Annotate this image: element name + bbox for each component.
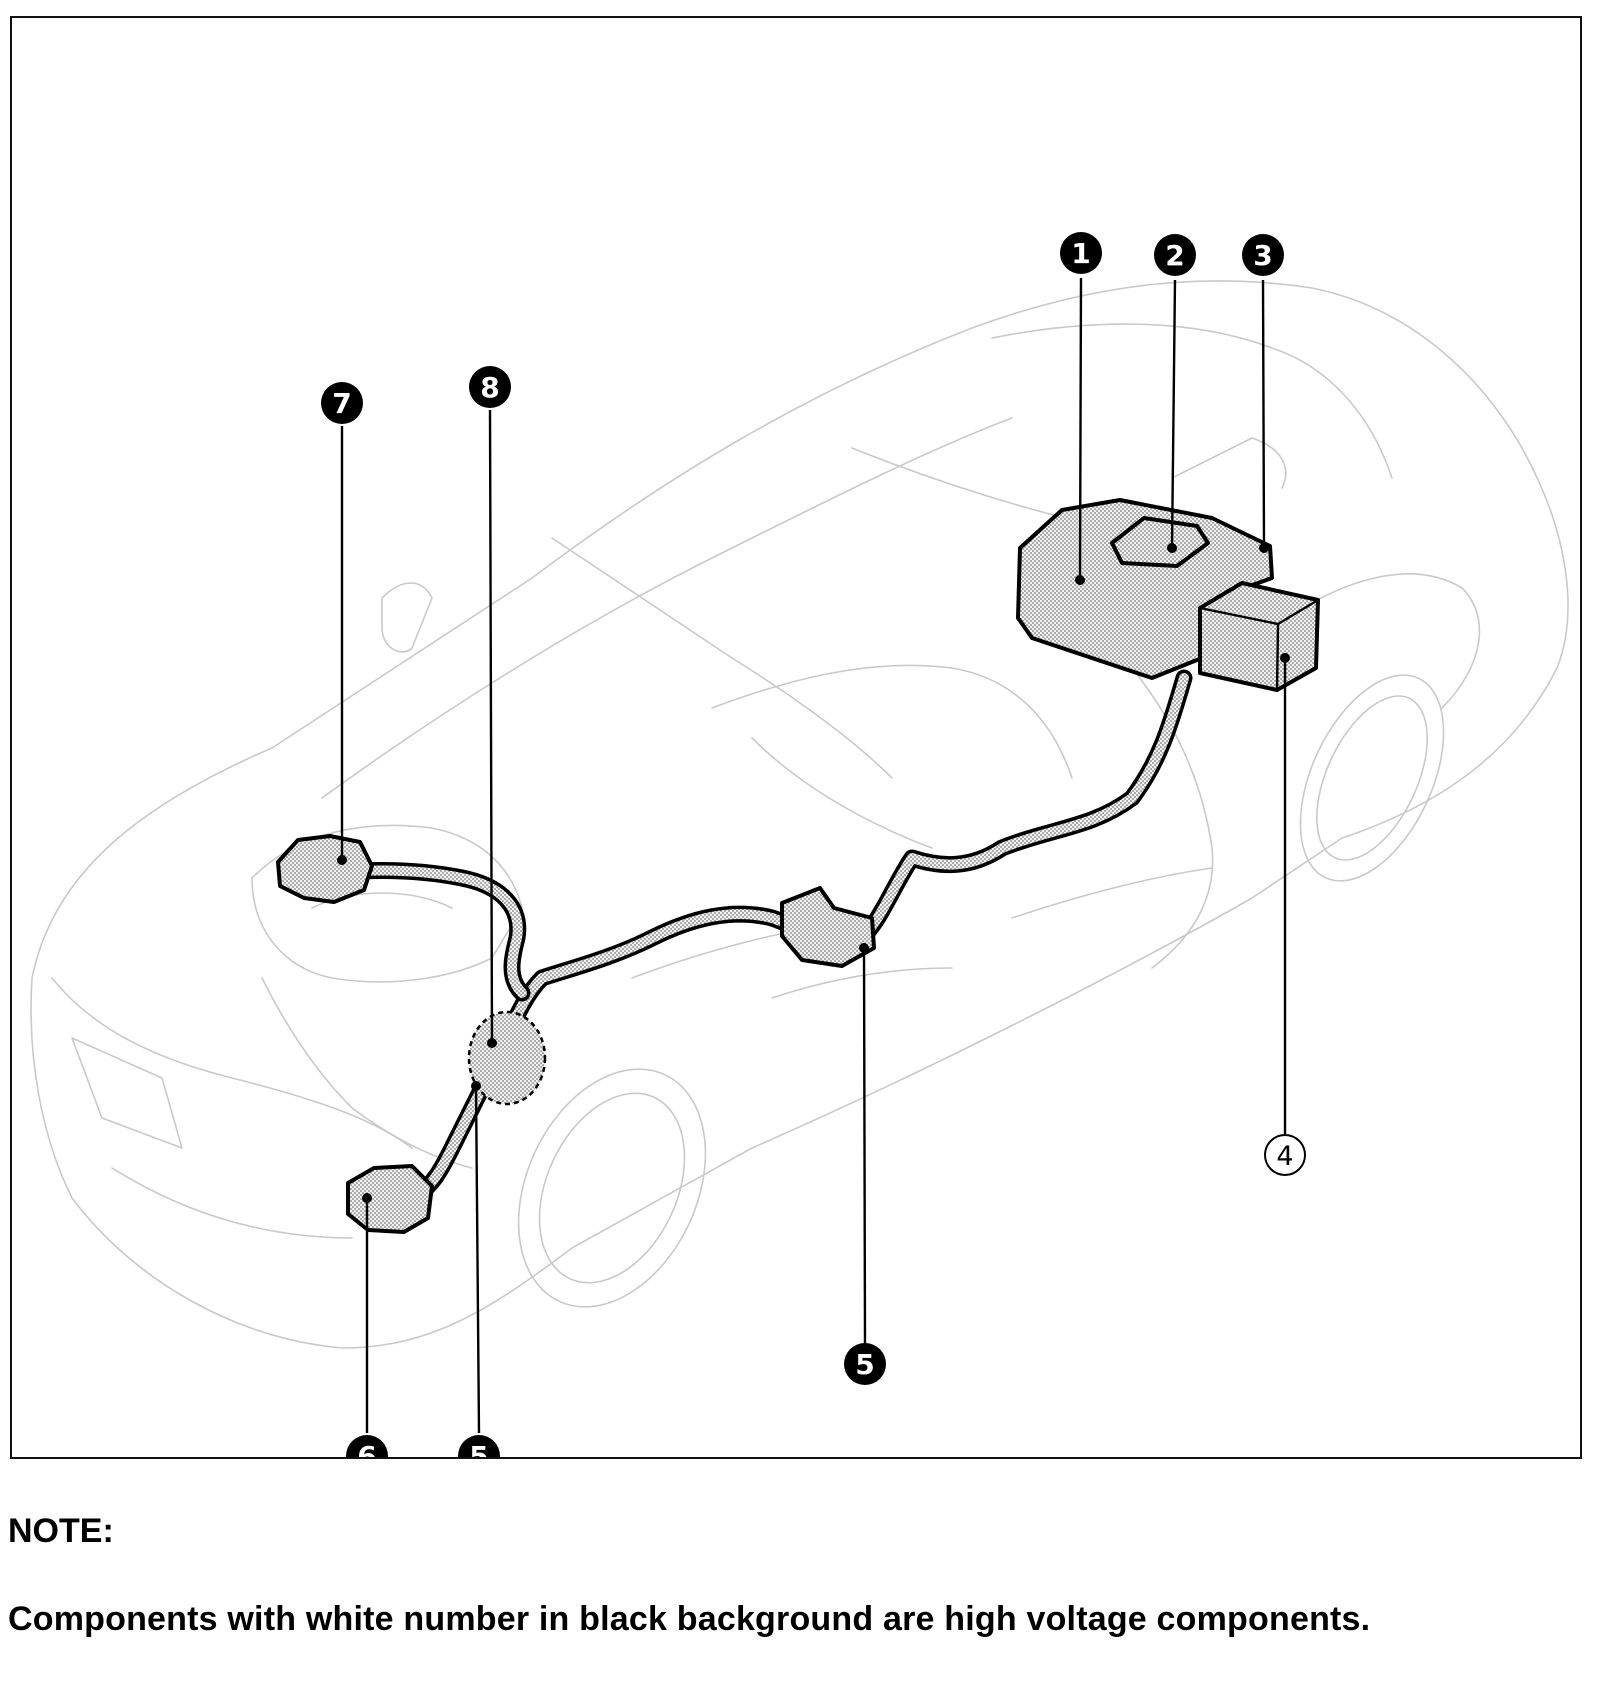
callout-2: 2 [1154, 234, 1196, 276]
callout-5-engine: 5 [458, 1435, 500, 1457]
component-7-shape [276, 834, 374, 904]
svg-text:4: 4 [1276, 1141, 1293, 1172]
component-8-shape [467, 1010, 547, 1106]
svg-text:3: 3 [1253, 239, 1272, 272]
note-text: Components with white number in black ba… [8, 1600, 1371, 1638]
component-2-shape [1110, 516, 1210, 568]
component-4-shape [1198, 581, 1320, 692]
callout-5-floor: 5 [844, 1343, 886, 1385]
svg-text:8: 8 [480, 371, 499, 404]
high-voltage-components [276, 498, 1320, 1234]
diagram-frame: 1 2 3 4 5 6 5 [10, 16, 1582, 1459]
svg-text:2: 2 [1165, 239, 1184, 272]
svg-text:1: 1 [1071, 237, 1090, 270]
callout-7: 7 [321, 382, 363, 424]
callout-4: 4 [1264, 1134, 1306, 1176]
svg-text:5: 5 [855, 1348, 874, 1381]
leader-lines [337, 277, 1290, 1434]
component-6-shape [346, 1164, 434, 1234]
svg-text:6: 6 [357, 1440, 376, 1457]
vehicle-outline [30, 280, 1569, 1349]
high-voltage-layout-diagram: 1 2 3 4 5 6 5 [30, 232, 1569, 1457]
callout-6: 6 [346, 1435, 388, 1457]
svg-text:7: 7 [332, 387, 351, 420]
svg-text:5: 5 [469, 1440, 488, 1457]
callout-3: 3 [1242, 234, 1284, 276]
callout-1: 1 [1060, 232, 1102, 274]
callouts: 1 2 3 4 5 6 5 [321, 232, 1306, 1457]
callout-8: 8 [469, 366, 511, 408]
note-heading: NOTE: [8, 1512, 114, 1550]
harness-bracket-shape [780, 886, 876, 968]
